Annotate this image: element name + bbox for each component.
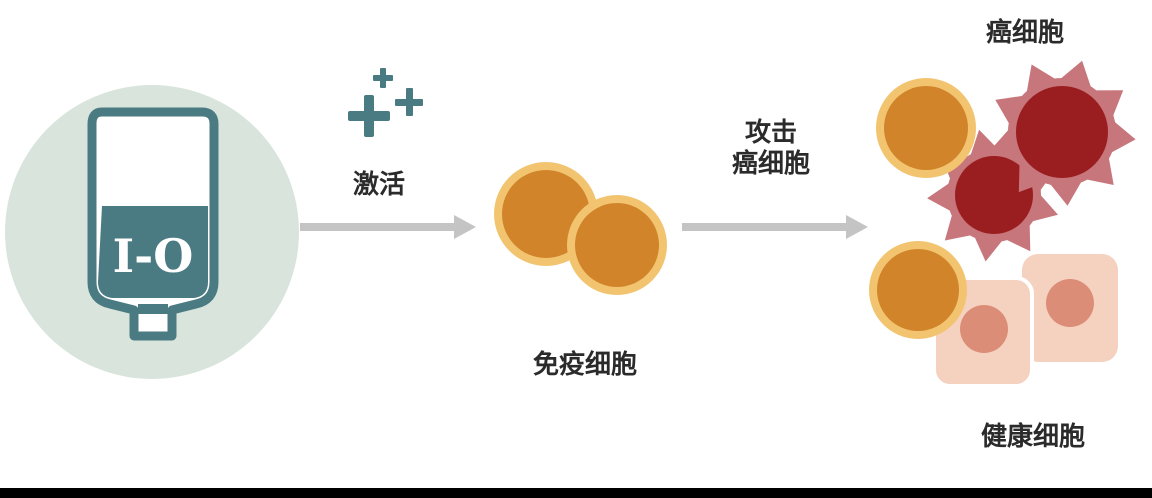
plus-icon [348,95,390,137]
plus-icon [395,88,423,116]
label-healthy-cells: 健康细胞 [980,422,1085,452]
label-attack-line1: 攻击 [744,118,797,148]
bottom-bar [0,488,1152,498]
label-cancer-cells: 癌细胞 [985,18,1064,48]
label-attack-line2: 癌细胞 [731,148,810,179]
label-activate: 激活 [352,170,405,200]
arrow-attack [682,215,868,239]
immune-cell [869,241,967,339]
label-attack: 攻击 癌细胞 [716,118,826,179]
healthy-cell [1022,254,1118,362]
iv-bag-label: I-O [113,229,194,283]
cancer-cell [990,60,1136,206]
plus-icon [373,68,393,88]
arrow-activate [300,215,476,239]
iv-bag-icon: I-O [87,107,219,341]
immune-cell [567,195,667,295]
immune-cell [876,78,976,178]
label-immune-cells: 免疫细胞 [532,350,637,380]
